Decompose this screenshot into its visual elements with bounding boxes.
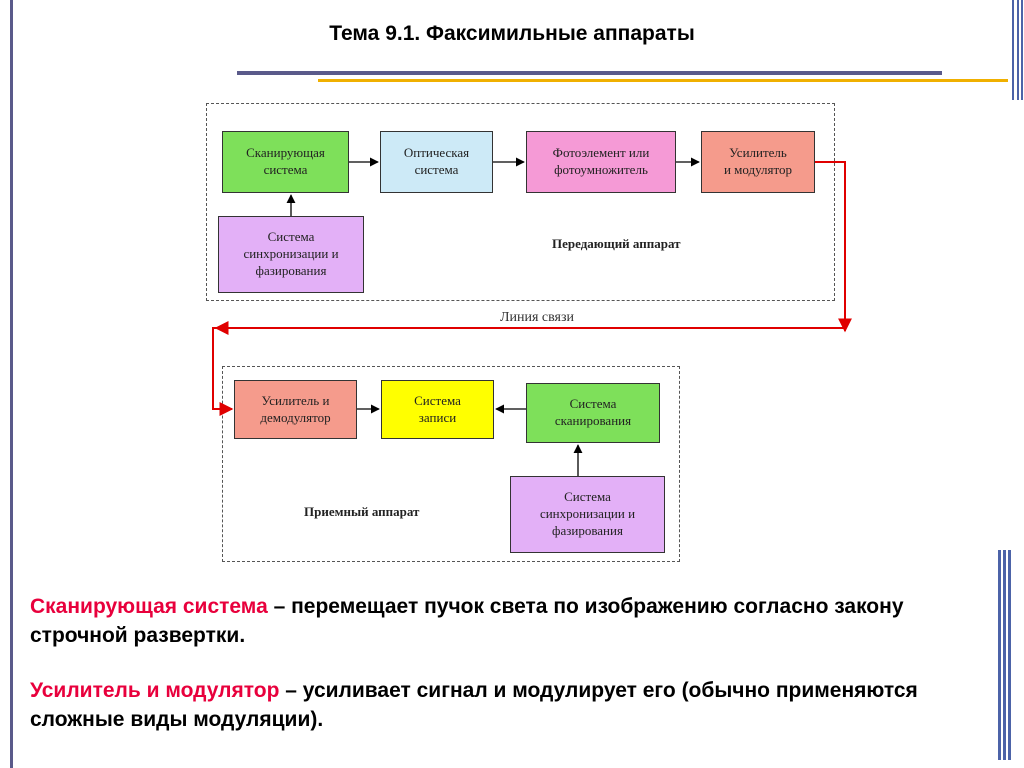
transmitter-frame: [206, 103, 835, 301]
receiver-caption: Приемный аппарат: [304, 504, 420, 519]
bottom-right-decoration: [998, 550, 1011, 760]
optical-system-block: Оптическая система: [380, 131, 493, 193]
tx-sync-block: Система синхронизации и фазирования: [218, 216, 364, 293]
amplifier-modulator-block: Усилитель и модулятор: [701, 131, 815, 193]
title-underline-blue: [237, 71, 942, 75]
left-border: [10, 0, 13, 768]
definition-term: Сканирующая система: [30, 595, 268, 618]
scanning-system-block: Сканирующая система: [222, 131, 349, 193]
signal-line: [212, 161, 846, 416]
definition-text: – усиливает сигнал и модулирует его (обы…: [30, 679, 918, 732]
photo-element-block: Фотоэлемент или фотоумножитель: [526, 131, 676, 193]
definition-term: Усилитель и модулятор: [30, 679, 280, 702]
rx-scanning-system-block: Система сканирования: [526, 383, 660, 443]
line-label: Линия связи: [500, 310, 575, 325]
amplifier-demodulator-block: Усилитель и демодулятор: [234, 380, 357, 439]
receiver-frame: [222, 366, 680, 562]
definition-amplifier: Усилитель и модулятор – усиливает сигнал…: [30, 676, 990, 735]
corner-decoration: [1012, 0, 1023, 100]
page-title: Тема 9.1. Факсимильные аппараты: [329, 22, 695, 45]
rx-sync-block: Система синхронизации и фазирования: [510, 476, 665, 553]
definition-scanning: Сканирующая система – перемещает пучок с…: [30, 592, 990, 651]
definition-text: – перемещает пучок света по изображению …: [30, 595, 904, 648]
recording-system-block: Система записи: [381, 380, 494, 439]
transmitter-caption: Передающий аппарат: [552, 236, 681, 251]
title-underline-yellow: [318, 79, 1008, 82]
